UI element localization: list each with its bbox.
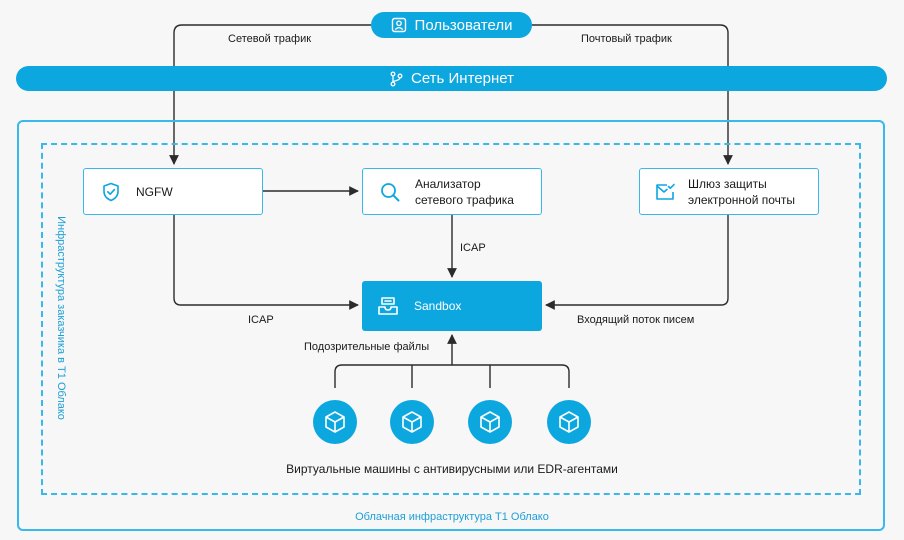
- vm-caption: Виртуальные машины с антивирусными или E…: [286, 462, 618, 476]
- vm-node[interactable]: [547, 400, 591, 444]
- cloud-infrastructure-label: Облачная инфраструктура Т1 Облако: [355, 511, 549, 523]
- mail-check-icon: [656, 183, 675, 200]
- users-label: Пользователи: [414, 16, 513, 34]
- incoming-mail-label: Входящий поток писем: [577, 314, 695, 326]
- edge-users-ngfw: [169, 24, 371, 165]
- mail-gateway-node[interactable]: Шлюз защиты электронной почты: [639, 168, 819, 215]
- sandbox-node[interactable]: Sandbox: [362, 281, 542, 331]
- internet-label: Сеть Интернет: [411, 70, 514, 87]
- mail-gateway-line2: электронной почты: [688, 192, 796, 207]
- mail-traffic-label: Почтовый трафик: [581, 33, 672, 45]
- edge-mailgw-sandbox: [545, 215, 729, 310]
- cube-icon: [325, 411, 345, 433]
- cube-icon: [480, 411, 500, 433]
- network-traffic-label: Сетевой трафик: [228, 33, 312, 45]
- mail-gateway-text: Шлюз защиты электронной почты: [688, 176, 795, 208]
- user-icon: [391, 17, 406, 33]
- suspicious-files-label: Подозрительные файлы: [304, 341, 430, 353]
- icap-center-label: ICAP: [460, 242, 486, 254]
- tray-icon: [378, 297, 398, 315]
- search-icon: [381, 182, 400, 201]
- edge-users-mailgw: [532, 24, 733, 165]
- cloud-infrastructure-box: [17, 120, 885, 531]
- vm-node[interactable]: [468, 400, 512, 444]
- customer-infrastructure-box: [41, 143, 861, 495]
- branch-icon: [390, 71, 403, 86]
- analyzer-node[interactable]: Анализатор сетевого трафика: [362, 168, 542, 215]
- analyzer-line1: Анализатор: [415, 176, 481, 191]
- shield-check-icon: [103, 182, 119, 201]
- users-pill[interactable]: Пользователи: [371, 12, 532, 38]
- sandbox-label: Sandbox: [414, 299, 462, 313]
- ngfw-node[interactable]: NGFW: [83, 168, 263, 215]
- cube-icon: [559, 411, 579, 433]
- mail-gateway-line1: Шлюз защиты: [688, 176, 767, 191]
- vm-node[interactable]: [313, 400, 357, 444]
- customer-infrastructure-label: Инфраструктура заказчика в Т1 Облако: [55, 216, 67, 420]
- cube-icon: [402, 411, 422, 433]
- vm-node[interactable]: [390, 400, 434, 444]
- icap-left-label: ICAP: [248, 314, 274, 326]
- analyzer-line2: сетевого трафика: [415, 192, 514, 207]
- edge-ngfw-sandbox: [173, 215, 359, 310]
- analyzer-text: Анализатор сетевого трафика: [415, 176, 514, 208]
- internet-pill[interactable]: Сеть Интернет: [16, 66, 887, 91]
- ngfw-label: NGFW: [136, 184, 173, 199]
